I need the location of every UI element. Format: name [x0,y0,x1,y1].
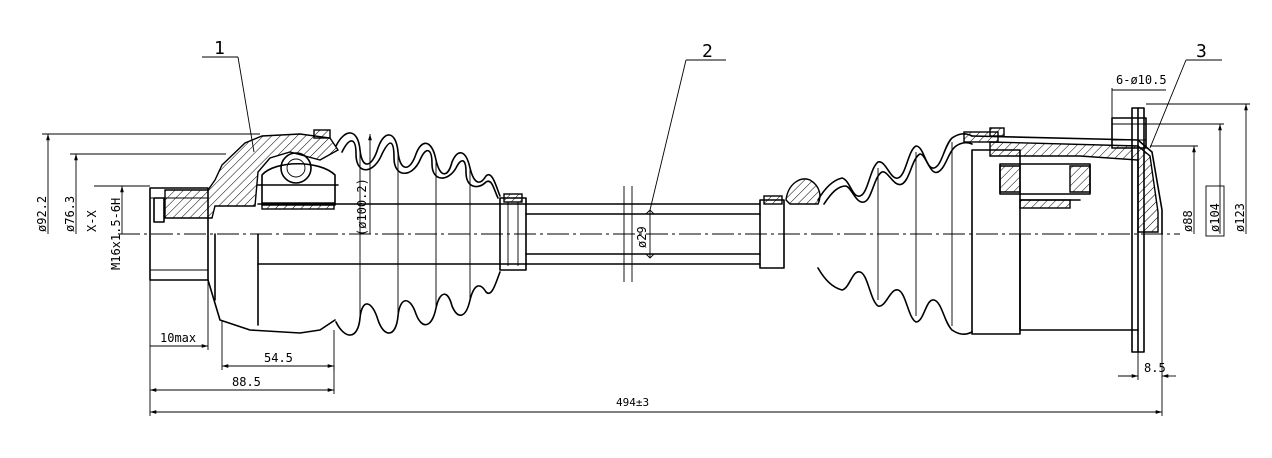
dim-123: ø123 [1146,103,1250,234]
dim-92-2: ø92.2 [35,133,260,234]
dim-thread: M16x1.5-6H [94,185,150,270]
dim-10max: 10max [150,280,209,350]
dim-88-5: 88.5 [149,280,335,416]
right-inner-joint [971,107,1163,353]
svg-text:(ø100.2): (ø100.2) [355,178,369,236]
dim-100-2: (ø100.2) [355,134,372,236]
dim-8-5: 8.5 [1118,234,1176,416]
svg-text:2: 2 [702,41,713,62]
svg-text:ø92.2: ø92.2 [35,196,49,232]
svg-text:ø29: ø29 [635,226,649,248]
dim-54-5: 54.5 [221,320,335,370]
svg-text:88.5: 88.5 [232,375,261,389]
dim-29: ø29 [635,226,649,248]
dim-88: ø88 [1150,145,1198,234]
svg-text:494±3: 494±3 [616,396,649,409]
svg-text:3: 3 [1196,41,1207,62]
right-boot [759,127,1005,335]
svg-text:ø88: ø88 [1181,210,1195,232]
dim-holes: 6-ø10.5 [1111,73,1167,140]
left-boot [335,132,527,336]
svg-text:6-ø10.5: 6-ø10.5 [1116,73,1167,87]
svg-text:ø123: ø123 [1233,203,1247,232]
svg-text:8.5: 8.5 [1144,361,1166,375]
svg-text:ø76.3: ø76.3 [63,196,77,232]
svg-text:10max: 10max [160,331,196,345]
svg-text:54.5: 54.5 [264,351,293,365]
callout-3: 3 [1149,41,1222,149]
left-outer-joint [149,129,340,334]
dim-76-3: ø76.3 [63,153,226,234]
dim-104: ø104 [1146,123,1225,237]
svg-text:X-X: X-X [85,210,99,232]
svg-text:ø104: ø104 [1208,203,1222,232]
callout-1: 1 [202,38,255,153]
svg-text:M16x1.5-6H: M16x1.5-6H [109,198,123,270]
section-xx: X-X [85,210,99,232]
dim-total-length: 494±3 [150,396,1162,414]
svg-text:1: 1 [214,38,225,59]
callout-2: 2 [649,41,726,211]
intermediate-shaft [257,186,761,282]
